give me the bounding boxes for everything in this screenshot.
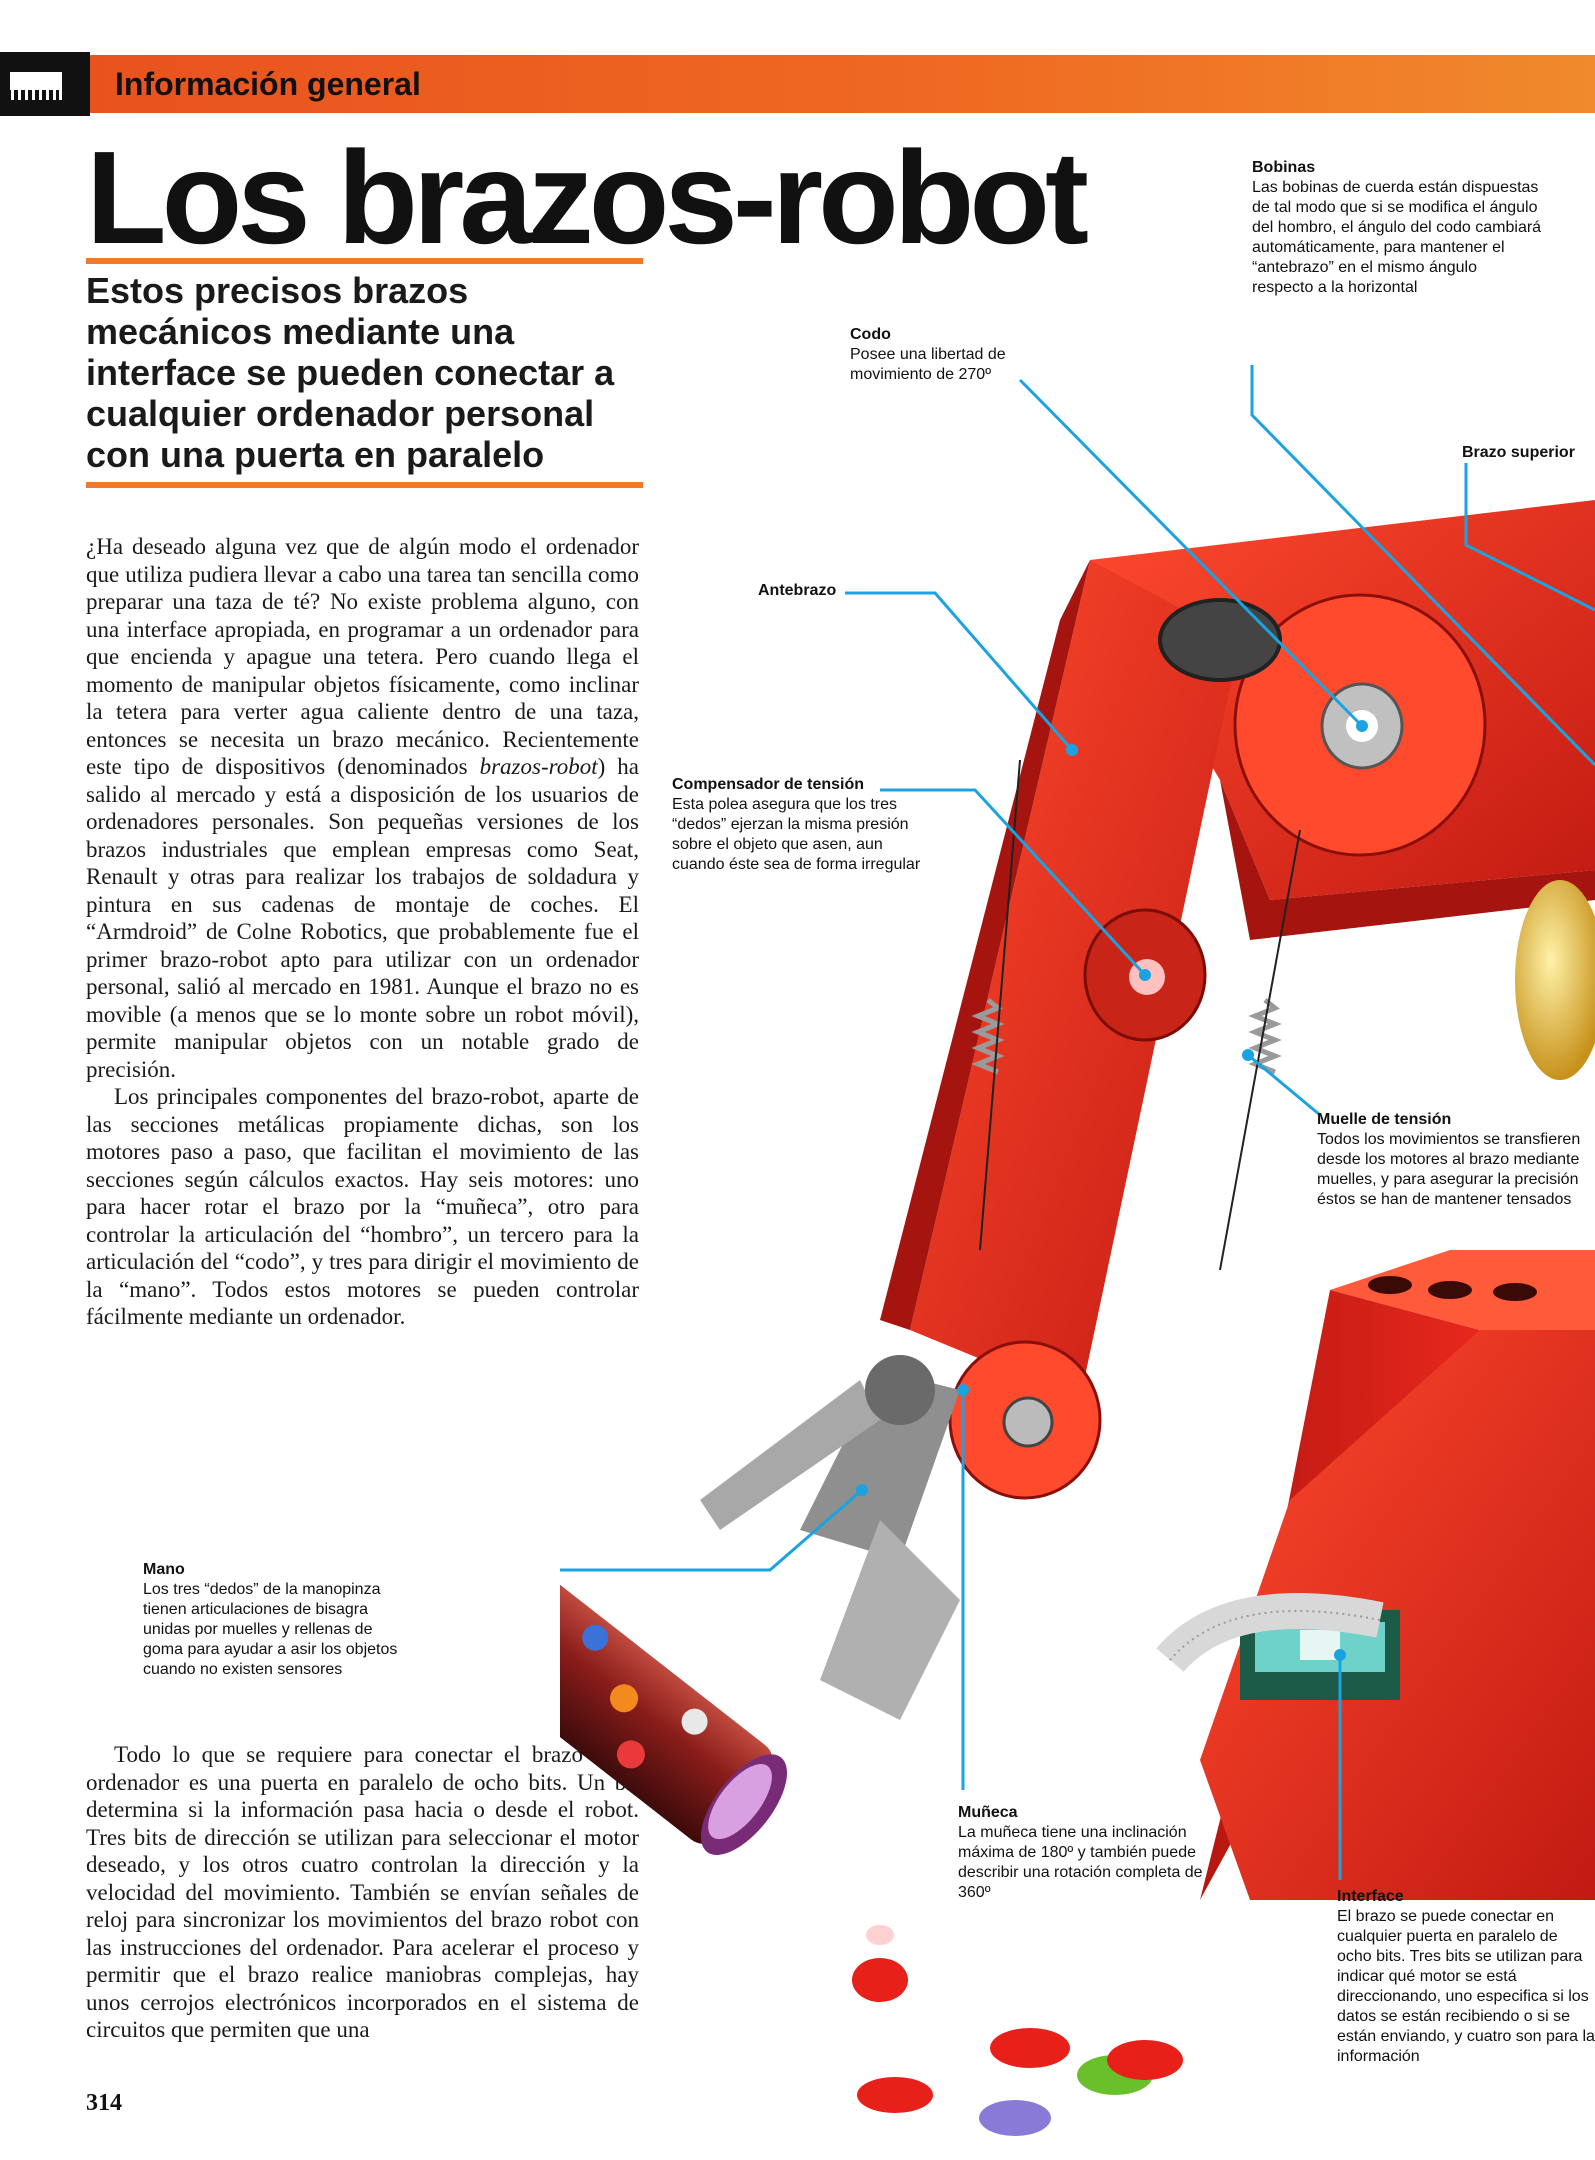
subtitle: Estos precisos brazos mecánicos mediante…	[86, 270, 615, 475]
gripper-hand	[700, 1355, 960, 1720]
body-text-part-1: ¿Ha deseado alguna vez que de algún modo…	[86, 533, 639, 1331]
annotation-interface-title: Interface	[1337, 1888, 1404, 1905]
body-paragraph-1-a: ¿Ha deseado alguna vez que de algún modo…	[86, 534, 639, 779]
body-paragraph-3: Todo lo que se requiere para conectar el…	[86, 1742, 639, 2042]
annotation-bobinas: Bobinas Las bobinas de cuerda están disp…	[1252, 158, 1542, 298]
annotation-interface: Interface El brazo se puede conectar en …	[1337, 1887, 1595, 2067]
body-paragraph-1: ¿Ha deseado alguna vez que de algún modo…	[86, 533, 639, 1083]
body-text-part-2: Todo lo que se requiere para conectar el…	[86, 1741, 639, 2044]
annotation-compensador: Compensador de tensión Esta polea asegur…	[672, 775, 927, 875]
annotation-muelle-text: Todos los movimientos se transfieren des…	[1317, 1131, 1581, 1208]
annotation-interface-text: El brazo se puede conectar en cualquier …	[1337, 1908, 1595, 2065]
annotation-antebrazo-title: Antebrazo	[758, 582, 837, 599]
annotation-muneca-title: Muñeca	[958, 1804, 1018, 1821]
annotation-compensador-title: Compensador de tensión	[672, 776, 865, 793]
page-title: Los brazos-robot	[86, 124, 1089, 271]
annotation-codo: Codo Posee una libertad de movimiento de…	[850, 325, 1040, 385]
page-number: 314	[86, 2090, 122, 2116]
annotation-antebrazo: Antebrazo	[758, 581, 858, 601]
body-paragraph-1-emphasis: brazos-robot	[479, 754, 598, 779]
annotation-brazo-superior: Brazo superior	[1462, 443, 1595, 463]
annotation-brazo-superior-title: Brazo superior	[1462, 444, 1575, 461]
robot-base	[1156, 1250, 1595, 1900]
body-paragraph-2: Los principales componentes del brazo-ro…	[86, 1084, 639, 1329]
annotation-muneca-text: La muñeca tiene una inclinación máxima d…	[958, 1824, 1203, 1901]
annotation-muelle: Muelle de tensión Todos los movimientos …	[1317, 1110, 1582, 1210]
section-chip-icon	[0, 52, 90, 116]
annotation-compensador-text: Esta polea asegura que los tres “dedos” …	[672, 796, 921, 873]
title-rule	[86, 258, 643, 264]
annotation-mano-title: Mano	[143, 1561, 185, 1578]
annotation-muelle-title: Muelle de tensión	[1317, 1111, 1452, 1128]
annotation-mano: Mano Los tres “dedos” de la manopinza ti…	[143, 1560, 398, 1680]
annotation-bobinas-title: Bobinas	[1252, 159, 1316, 176]
subtitle-rule	[86, 482, 643, 488]
annotation-codo-title: Codo	[850, 326, 891, 343]
section-header-bar	[0, 55, 1595, 113]
robot-arm-illustration	[560, 365, 1595, 2136]
leader-lines	[560, 365, 1595, 1880]
annotation-mano-text: Los tres “dedos” de la manopinza tienen …	[143, 1581, 398, 1678]
body-paragraph-1-b: ) ha salido al mercado y está a disposic…	[86, 754, 640, 1082]
falling-sweets	[852, 1925, 1183, 2136]
annotation-muneca: Muñeca La muñeca tiene una inclinación m…	[958, 1803, 1228, 1903]
section-label: Información general	[115, 66, 421, 102]
annotation-bobinas-text: Las bobinas de cuerda están dispuestas d…	[1252, 179, 1542, 296]
smarties-tube	[560, 1556, 787, 1855]
annotation-codo-text: Posee una libertad de movimiento de 270º	[850, 346, 1006, 383]
